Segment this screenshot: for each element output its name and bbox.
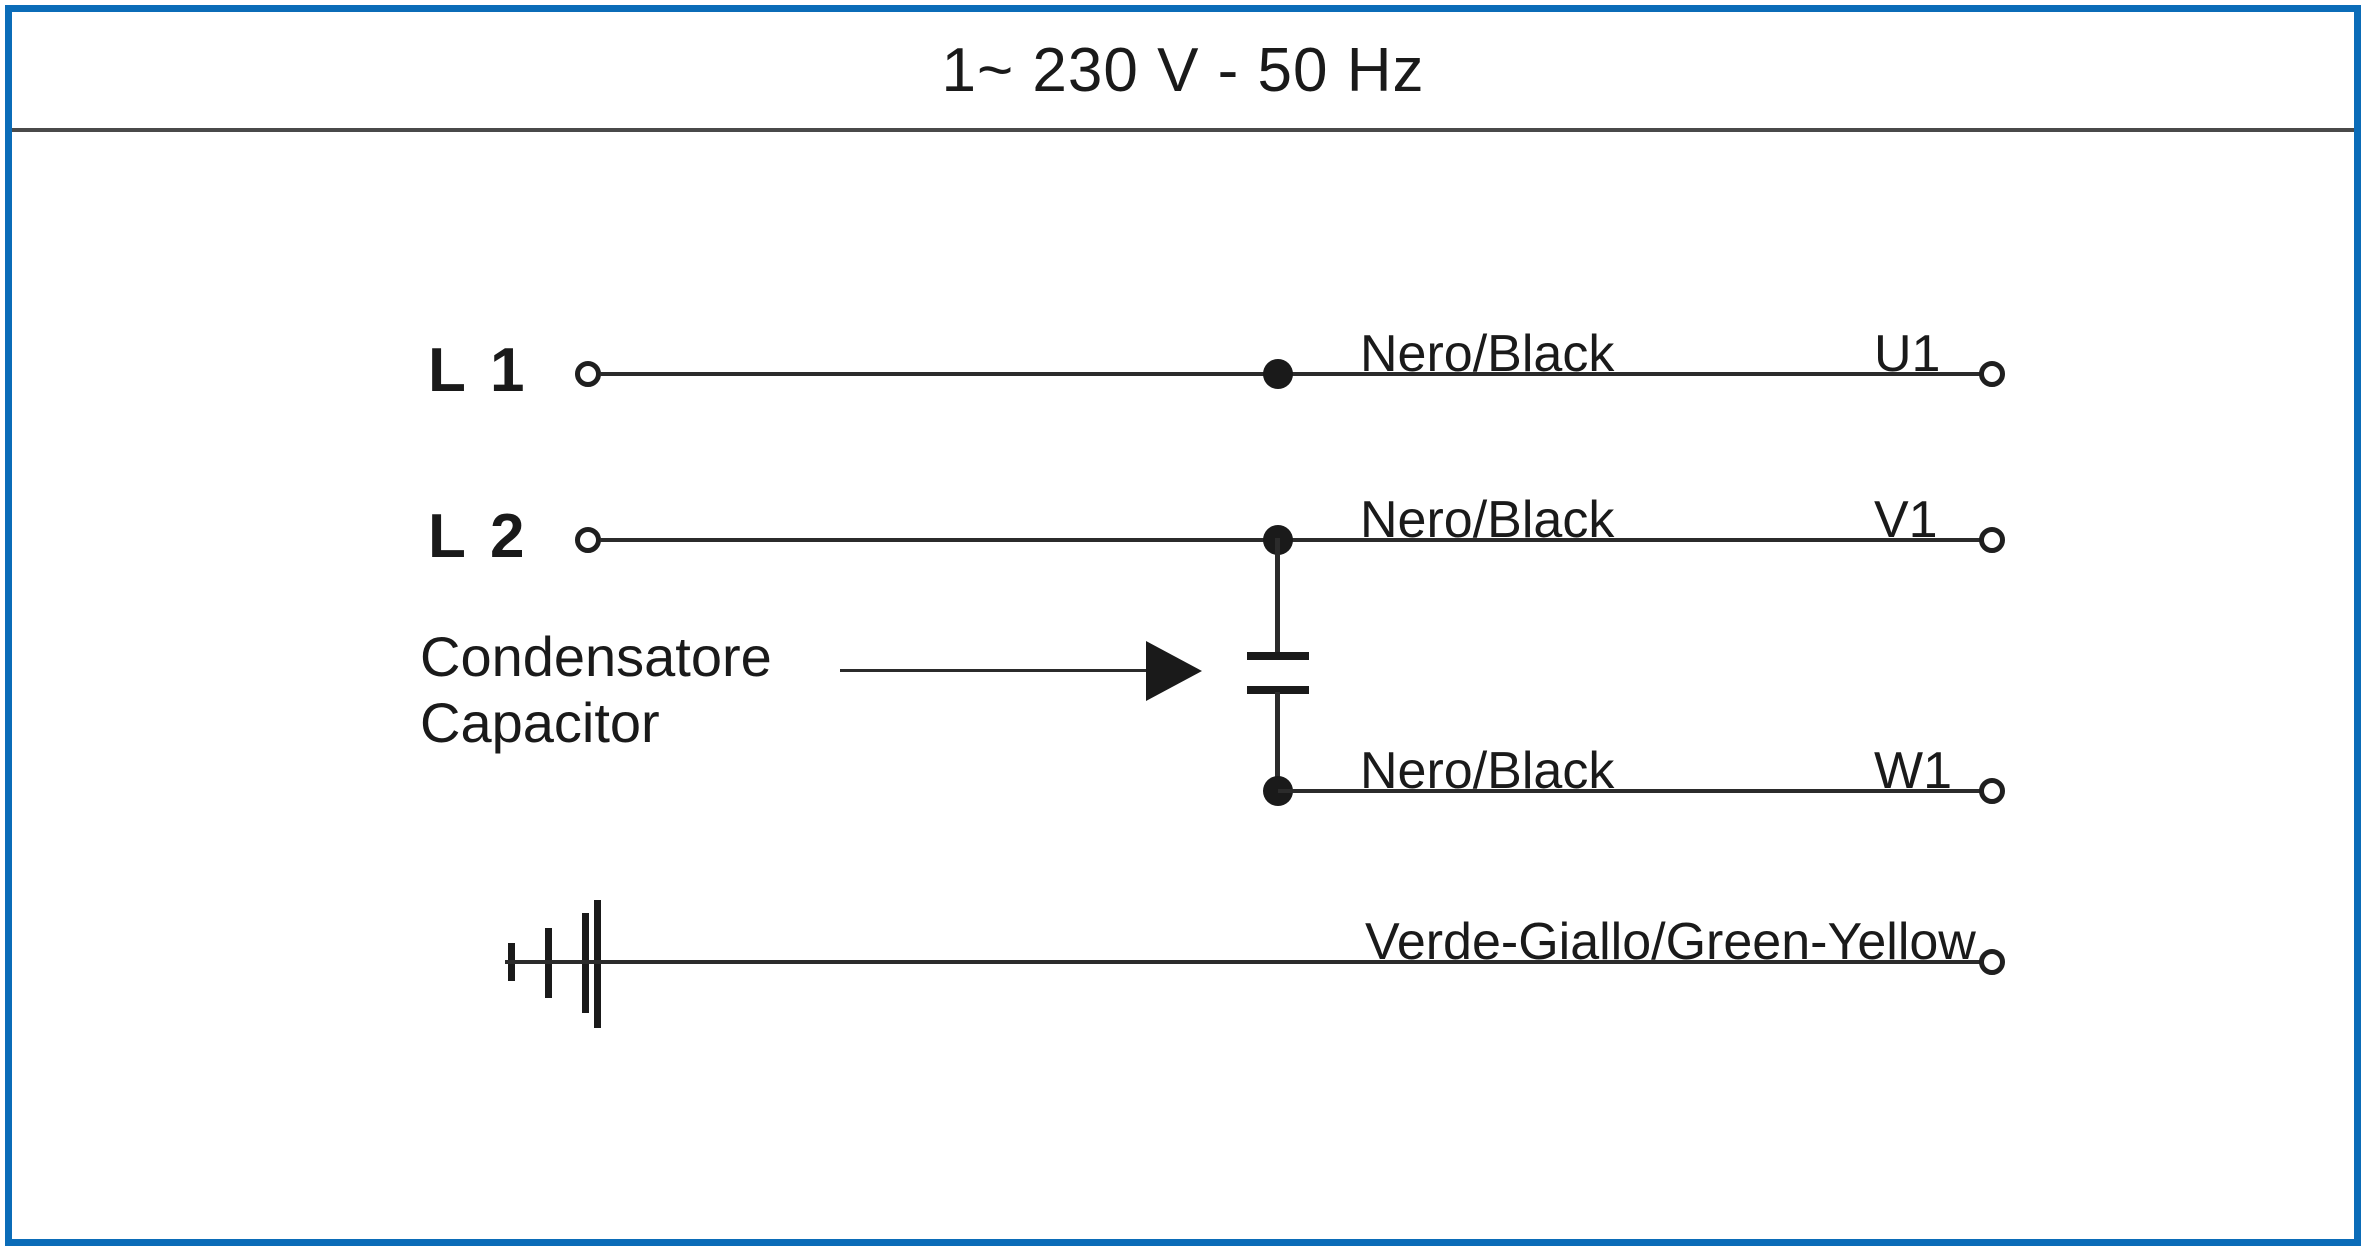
junction-l1 [1263, 359, 1293, 389]
terminal-label-u1: U1 [1874, 325, 1941, 383]
terminal-earth[interactable] [1979, 949, 2005, 975]
capacitor-plate-bottom [1247, 686, 1309, 694]
phase-label-l1: L 1 [428, 336, 529, 405]
wire-color-label-w1: Nero/Black [1360, 742, 1615, 800]
terminal-label-w1: W1 [1874, 742, 1952, 800]
diagram-frame [5, 5, 2361, 1246]
wire-v1 [600, 538, 1993, 542]
terminal-w1[interactable] [1979, 778, 2005, 804]
phase-label-l2: L 2 [428, 502, 529, 571]
wire-color-label-u1: Nero/Black [1360, 325, 1615, 383]
capacitor-callout-en: Capacitor [420, 691, 660, 755]
callout-arrow-shaft [840, 669, 1150, 672]
capacitor-callout-it: Condensatore [420, 625, 772, 688]
title-band: 1~ 230 V - 50 Hz [12, 12, 2354, 128]
terminal-v1[interactable] [1979, 527, 2005, 553]
page-title: 1~ 230 V - 50 Hz [941, 35, 1425, 105]
capacitor-plate-top [1247, 652, 1309, 660]
terminal-label-v1: V1 [1874, 491, 1938, 549]
wire-color-label-earth: Verde-Giallo/Green-Yellow [1365, 913, 1976, 971]
wire-w1 [1278, 789, 1993, 793]
capacitor-lead-bottom [1275, 692, 1280, 798]
capacitor-callout-label: Condensatore Capacitor [420, 624, 772, 756]
terminal-u1[interactable] [1979, 361, 2005, 387]
terminal-l2[interactable] [575, 527, 601, 553]
capacitor-lead-top [1275, 538, 1280, 658]
terminal-l1[interactable] [575, 361, 601, 387]
wire-u1 [600, 372, 1993, 376]
wire-color-label-v1: Nero/Black [1360, 491, 1615, 549]
title-separator [12, 128, 2354, 132]
ground-bar-4 [594, 900, 601, 1028]
arrow-right-icon [1146, 641, 1202, 701]
wire-earth [505, 960, 1993, 964]
